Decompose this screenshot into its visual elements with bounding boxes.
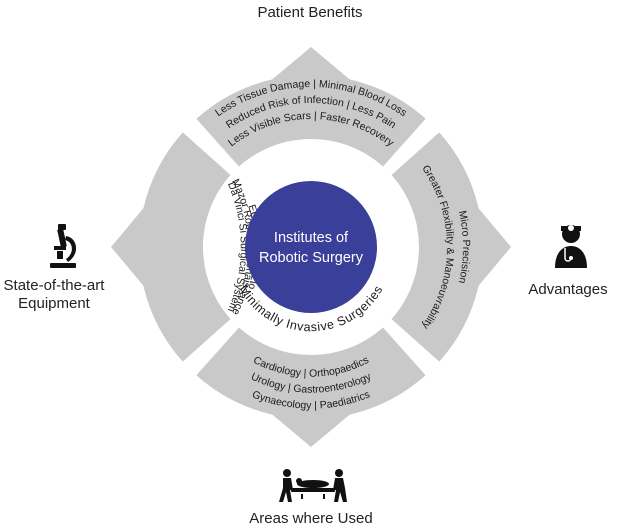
stretcher-icon — [279, 469, 347, 502]
label-equipment-line2: Equipment — [18, 295, 90, 312]
label-advantages: Advantages — [528, 281, 608, 298]
center-circle — [245, 181, 377, 313]
label-patient-benefits: Patient Benefits — [257, 4, 363, 21]
segment-right-line-1: Micro Precision — [456, 210, 472, 285]
ring-segment-bottom — [196, 327, 426, 447]
label-equipment-line1: State-of-the-art — [3, 277, 105, 294]
center-title-line1: Institutes of — [274, 230, 349, 246]
ring-segment-left — [111, 132, 231, 362]
label-equipment: State-of-the-art Equipment — [0, 277, 108, 313]
doctor-icon — [555, 225, 587, 268]
center-title-line2: Robotic Surgery — [259, 250, 364, 266]
label-areas-where-used: Areas where Used — [249, 510, 373, 527]
segment-right-line-1-text: Micro Precision — [456, 210, 472, 285]
microscope-icon — [50, 224, 77, 268]
ring-segment-right — [391, 132, 511, 362]
ring-segment-top — [196, 47, 426, 167]
outer-ring — [111, 47, 511, 447]
